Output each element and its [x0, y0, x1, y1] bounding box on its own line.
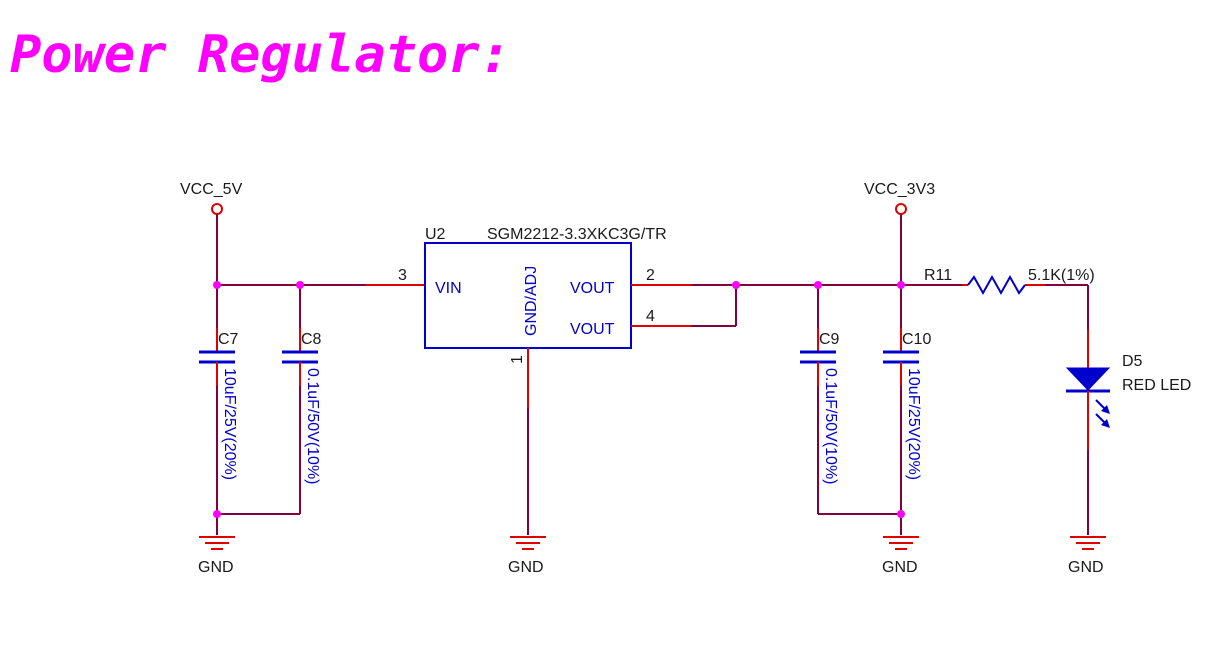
junctions — [213, 281, 905, 518]
r11-ref: R11 — [924, 267, 952, 284]
vcc-5v-terminal-icon — [211, 203, 223, 215]
c9-value: 0.1uF/50V(10%) — [822, 368, 839, 485]
c10-value: 10uF/25V(20%) — [905, 368, 922, 480]
c10-ref: C10 — [902, 331, 931, 348]
led-d5: D5 RED LED — [1065, 330, 1191, 450]
u2-ref: U2 — [425, 226, 446, 243]
d5-value: RED LED — [1122, 377, 1191, 394]
c8-value: 0.1uF/50V(10%) — [304, 368, 321, 485]
u2-pin-number-2: 2 — [646, 267, 655, 284]
gnd-symbol-middle: GND — [508, 536, 546, 576]
junction-dot — [213, 281, 221, 289]
c9-ref: C9 — [819, 331, 840, 348]
junction-dot — [897, 281, 905, 289]
vcc-3v3-label: VCC_3V3 — [864, 181, 935, 198]
regulator-u2: U2 SGM2212-3.3XKC3G/TR VIN VOUT VOUT GND… — [398, 226, 691, 408]
c7-ref: C7 — [218, 331, 239, 348]
u2-pin-gnd-adj: GND/ADJ — [523, 266, 540, 336]
u2-pin-vin: VIN — [435, 280, 462, 297]
d5-arrowhead-1-icon — [1101, 405, 1110, 414]
vcc-3v3-power-port: VCC_3V3 — [864, 181, 935, 215]
vcc-5v-label: VCC_5V — [180, 181, 243, 198]
resistor-r11: R11 5.1K(1%) — [924, 267, 1095, 296]
gnd-symbol-left: GND — [198, 536, 235, 576]
gnd-middle-label: GND — [508, 559, 544, 576]
capacitor-c8: C8 0.1uF/50V(10%) — [217, 285, 322, 515]
vcc-3v3-terminal-icon — [895, 203, 907, 215]
gnd-left-label: GND — [198, 559, 234, 576]
capacitor-c10: C10 10uF/25V(20%) — [883, 285, 931, 535]
u2-pin-number-1: 1 — [509, 355, 526, 364]
u2-pin-vout-2: VOUT — [570, 321, 615, 338]
d5-ref: D5 — [1122, 353, 1143, 370]
gnd-right-center-label: GND — [882, 559, 918, 576]
junction-dot — [814, 281, 822, 289]
u2-pin-number-3: 3 — [398, 267, 407, 284]
c8-ref: C8 — [301, 331, 322, 348]
capacitor-c7: C7 10uF/25V(20%) — [199, 285, 239, 535]
u2-pin-vout-1: VOUT — [570, 280, 615, 297]
junction-dot — [732, 281, 740, 289]
d5-arrowhead-2-icon — [1101, 419, 1110, 428]
c7-value: 10uF/25V(20%) — [221, 368, 238, 480]
gnd-symbol-right: GND — [1068, 536, 1106, 576]
junction-dot — [296, 281, 304, 289]
junction-dot — [897, 510, 905, 518]
vcc-5v-power-port: VCC_5V — [180, 181, 243, 215]
capacitor-c9: C9 0.1uF/50V(10%) — [800, 285, 901, 515]
u2-part-number: SGM2212-3.3XKC3G/TR — [487, 226, 667, 243]
r11-zigzag-icon — [967, 274, 1026, 296]
gnd-symbol-right-center: GND — [882, 536, 919, 576]
d5-diode-triangle-icon — [1065, 367, 1111, 391]
page-title: Power Regulator: — [10, 25, 511, 85]
junction-dot — [213, 510, 221, 518]
r11-value: 5.1K(1%) — [1028, 267, 1095, 284]
gnd-right-label: GND — [1068, 559, 1104, 576]
u2-pin-number-4: 4 — [646, 308, 655, 325]
